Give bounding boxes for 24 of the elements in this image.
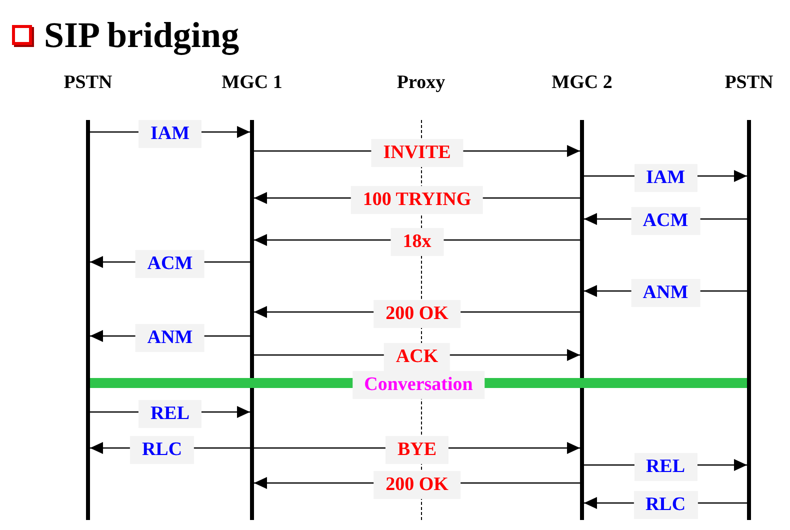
- edge-label: REL: [138, 400, 202, 428]
- edge-label: BYE: [385, 436, 449, 464]
- edge-label: ACM: [135, 250, 205, 278]
- edge-label: IAM: [138, 120, 202, 148]
- edge-label: INVITE: [371, 139, 463, 167]
- edge-label: IAM: [634, 164, 698, 192]
- edge-label: RLC: [130, 436, 194, 464]
- edge-label: 18x: [390, 228, 444, 256]
- edge-label: 200 OK: [374, 300, 460, 328]
- edge-label: ANM: [135, 324, 205, 352]
- slide-title: SIP bridging: [44, 14, 240, 56]
- participant-label: PSTN: [64, 72, 112, 94]
- participant-label: PSTN: [724, 72, 774, 94]
- edge-label: ACK: [384, 343, 450, 371]
- participant-label: MGC 1: [222, 72, 282, 94]
- edge-label: 200 OK: [374, 471, 460, 499]
- edge-label: RLC: [633, 491, 698, 519]
- edge-label: ACM: [630, 207, 700, 235]
- edge-label: ANM: [630, 279, 700, 307]
- edge-label: 100 TRYING: [350, 186, 484, 214]
- participant-label: Proxy: [396, 72, 446, 94]
- edge-label: REL: [634, 453, 698, 481]
- edge-label: Conversation: [352, 371, 485, 399]
- participant-label: MGC 2: [552, 72, 612, 94]
